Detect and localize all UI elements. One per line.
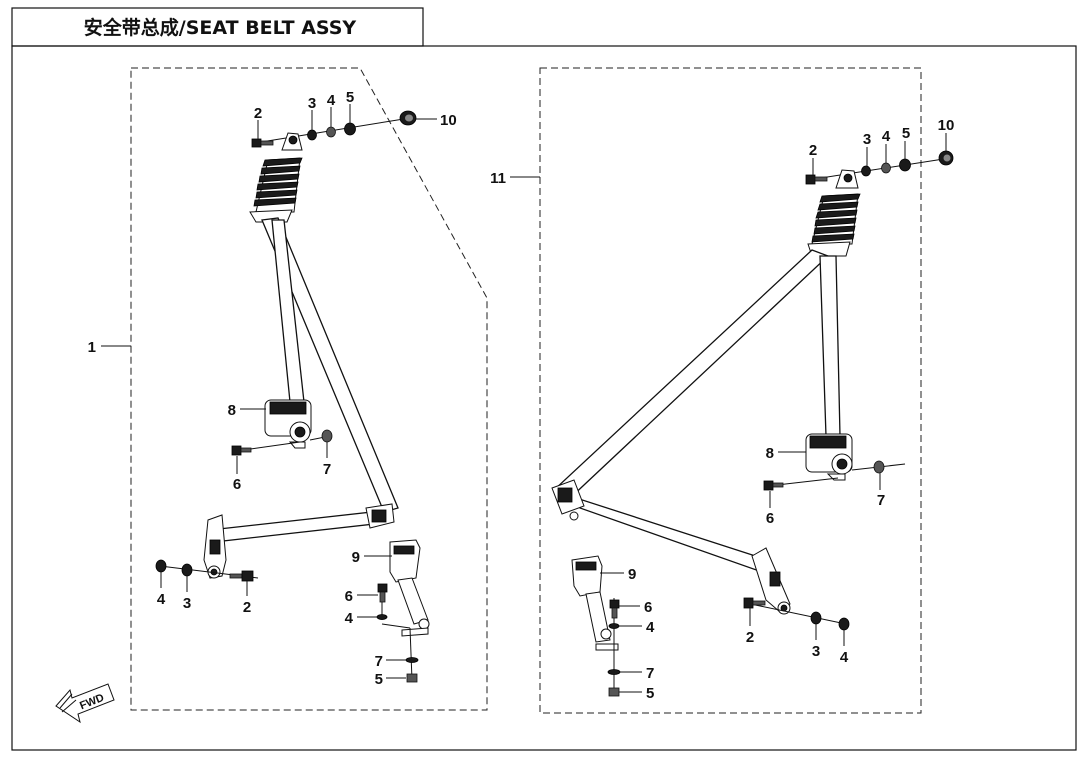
retractor-icon (805, 433, 853, 481)
bolt-icon (251, 138, 274, 148)
svg-text:4: 4 (345, 610, 354, 627)
svg-text:5: 5 (646, 685, 654, 702)
outer-frame (11, 45, 1077, 751)
washer-icon (881, 162, 891, 174)
nut-icon (899, 158, 911, 172)
callout-left-group: 1 (88, 339, 131, 356)
svg-text:5: 5 (902, 125, 910, 142)
svg-text:6: 6 (345, 588, 353, 605)
svg-text:4: 4 (646, 619, 655, 636)
washer-icon (608, 623, 620, 629)
svg-text:8: 8 (228, 402, 236, 419)
strap-clasp-icon (365, 503, 395, 529)
washer-icon (376, 614, 388, 620)
diagram-title: 安全带总成/SEAT BELT ASSY (84, 16, 357, 39)
svg-text:1: 1 (88, 339, 96, 356)
lower-anchor-bracket (203, 514, 227, 579)
bolt-icon (743, 597, 766, 609)
svg-text:7: 7 (646, 665, 654, 682)
washer-icon (307, 129, 317, 141)
svg-text:2: 2 (254, 105, 262, 122)
buckle-icon (571, 555, 619, 651)
svg-text:7: 7 (375, 653, 383, 670)
right-callouts: 2 3 4 5 10 8 6 7 9 6 4 7 5 2 3 4 (600, 117, 954, 702)
retractor-icon (264, 399, 312, 449)
nut-icon (155, 559, 167, 573)
belt-strap (209, 511, 375, 543)
svg-text:5: 5 (375, 671, 383, 688)
bolt-icon (231, 445, 252, 456)
svg-text:10: 10 (938, 117, 955, 134)
svg-text:3: 3 (308, 95, 316, 112)
svg-text:7: 7 (877, 492, 885, 509)
svg-text:4: 4 (157, 591, 166, 608)
washer-icon (321, 429, 333, 443)
belt-strap (819, 255, 841, 437)
washer-icon (810, 611, 822, 625)
upper-anchor-bellows (807, 169, 861, 257)
nut-icon (838, 617, 850, 631)
svg-text:7: 7 (323, 461, 331, 478)
svg-text:2: 2 (809, 142, 817, 159)
svg-text:5: 5 (346, 89, 354, 106)
nut-icon (344, 122, 356, 136)
bolt-icon (377, 583, 388, 603)
washer-icon (861, 165, 871, 177)
svg-text:6: 6 (766, 510, 774, 527)
washer-icon (326, 126, 336, 138)
svg-text:11: 11 (490, 170, 506, 187)
svg-text:9: 9 (352, 549, 360, 566)
svg-text:3: 3 (812, 643, 820, 660)
belt-strap (552, 249, 830, 501)
svg-text:8: 8 (766, 445, 774, 462)
washer-icon (181, 563, 193, 577)
svg-text:3: 3 (183, 595, 191, 612)
cap-nut-icon (938, 150, 954, 166)
svg-text:9: 9 (628, 566, 636, 583)
svg-text:4: 4 (327, 92, 336, 109)
left-group-boundary (130, 67, 488, 711)
bolt-icon (763, 480, 784, 491)
belt-strap (261, 217, 399, 513)
nut-icon (608, 687, 620, 697)
washer-icon (405, 657, 419, 663)
svg-text:4: 4 (840, 649, 849, 666)
bolt-icon (609, 599, 620, 619)
buckle-icon (389, 539, 430, 637)
svg-text:4: 4 (882, 128, 891, 145)
cap-nut-icon (399, 110, 417, 126)
svg-text:2: 2 (243, 599, 251, 616)
fwd-arrow-icon: FWD (55, 683, 115, 724)
right-group-boundary (539, 67, 922, 714)
washer-icon (873, 460, 885, 474)
left-seat-belt-assembly (155, 110, 430, 683)
callout-right-group: 11 (490, 170, 540, 187)
svg-text:10: 10 (440, 112, 457, 129)
nut-icon (406, 673, 418, 683)
upper-anchor-bellows (249, 132, 303, 223)
svg-text:6: 6 (644, 599, 652, 616)
title-box: 安全带总成/SEAT BELT ASSY (11, 7, 424, 47)
strap-clasp-icon (551, 479, 585, 521)
left-callouts: 2 3 4 5 10 8 6 7 4 3 2 9 6 4 7 5 (157, 89, 457, 688)
lower-anchor-bracket (751, 547, 791, 615)
right-seat-belt-assembly (551, 150, 954, 697)
washer-icon (607, 669, 621, 675)
bolt-icon (805, 174, 828, 185)
svg-text:6: 6 (233, 476, 241, 493)
svg-text:2: 2 (746, 629, 754, 646)
svg-text:3: 3 (863, 131, 871, 148)
bolt-icon (229, 570, 254, 582)
